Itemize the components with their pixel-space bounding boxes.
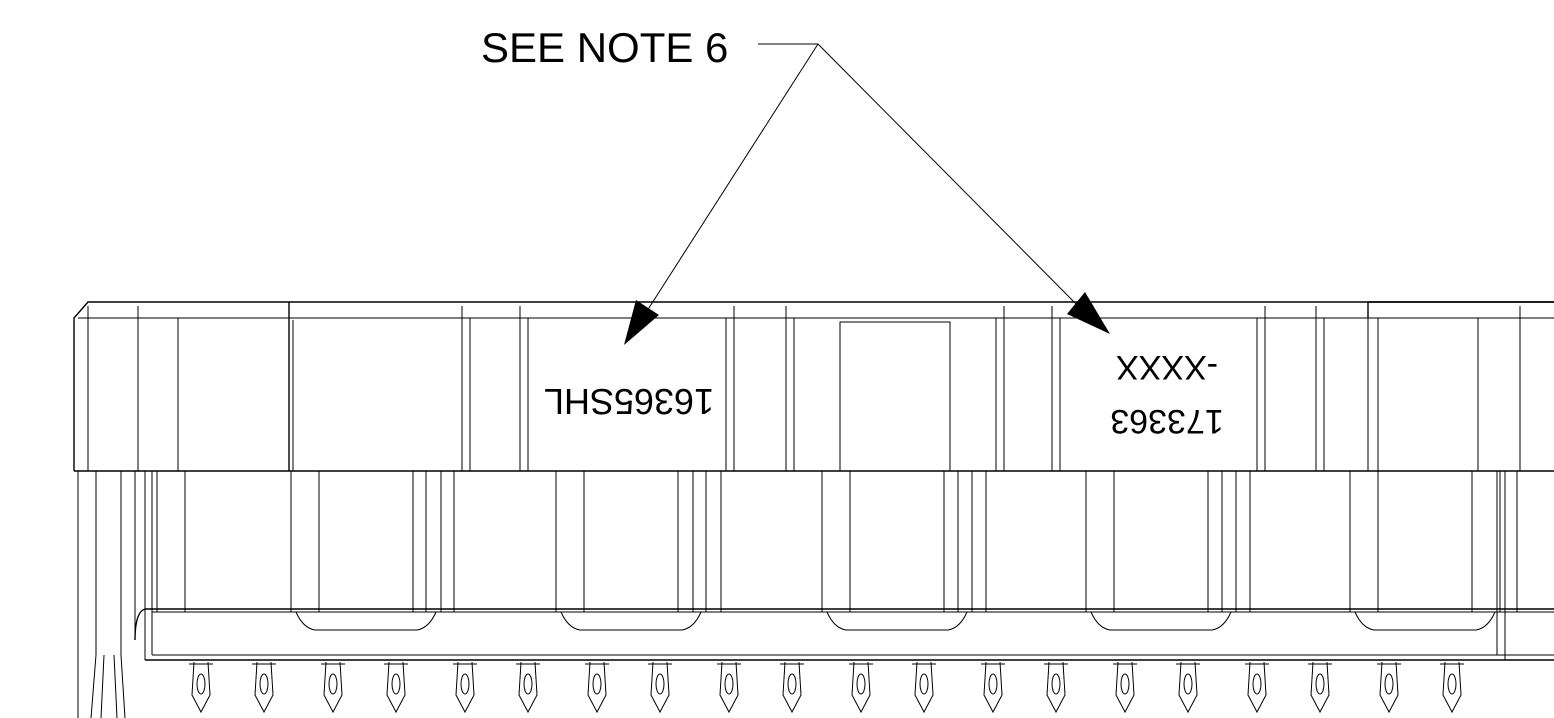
pin-19 [1377,661,1401,714]
compartment-4 [555,471,707,631]
compartment-3 [425,471,455,612]
pin-1 [189,661,213,714]
compartment-2 [290,471,442,631]
terminal-pins [189,661,1464,714]
compartment-5 [692,471,722,612]
compartment-6 [821,471,973,631]
pin-9 [717,661,741,714]
pin-14 [1044,661,1068,714]
pin-12 [912,661,936,714]
pin-16 [1176,661,1200,714]
pin-6 [516,661,540,714]
pin-20 [1440,661,1464,714]
compartment-10 [1349,471,1501,631]
arrowhead-left [624,300,659,345]
compartments [156,471,1501,631]
compartment-1 [156,471,186,612]
marking-base-number: 173363 [1110,402,1223,440]
pin-11 [849,661,873,714]
pin-17 [1245,661,1269,714]
compartment-9 [1221,471,1251,612]
pin-10 [780,661,804,714]
pin-18 [1308,661,1332,714]
pin-5 [453,661,477,714]
pin-8 [648,661,672,714]
leader-lines [637,43,1089,326]
pin-4 [384,661,408,714]
marking-suffix: -XXXX [1116,348,1218,386]
housing-upper [73,301,1554,472]
pin-3 [321,661,345,714]
compartment-8 [1085,471,1237,631]
arrowhead-right [1067,292,1110,334]
lead-pin [90,654,126,718]
compartment-7 [957,471,987,612]
callout-label: SEE NOTE 6 [481,24,728,71]
pin-13 [981,661,1005,714]
housing-lower [77,471,1554,718]
marking-part-number: 16365SHL [544,381,714,422]
pin-15 [1113,661,1137,714]
pin-2 [252,661,276,714]
pin-7 [585,661,609,714]
